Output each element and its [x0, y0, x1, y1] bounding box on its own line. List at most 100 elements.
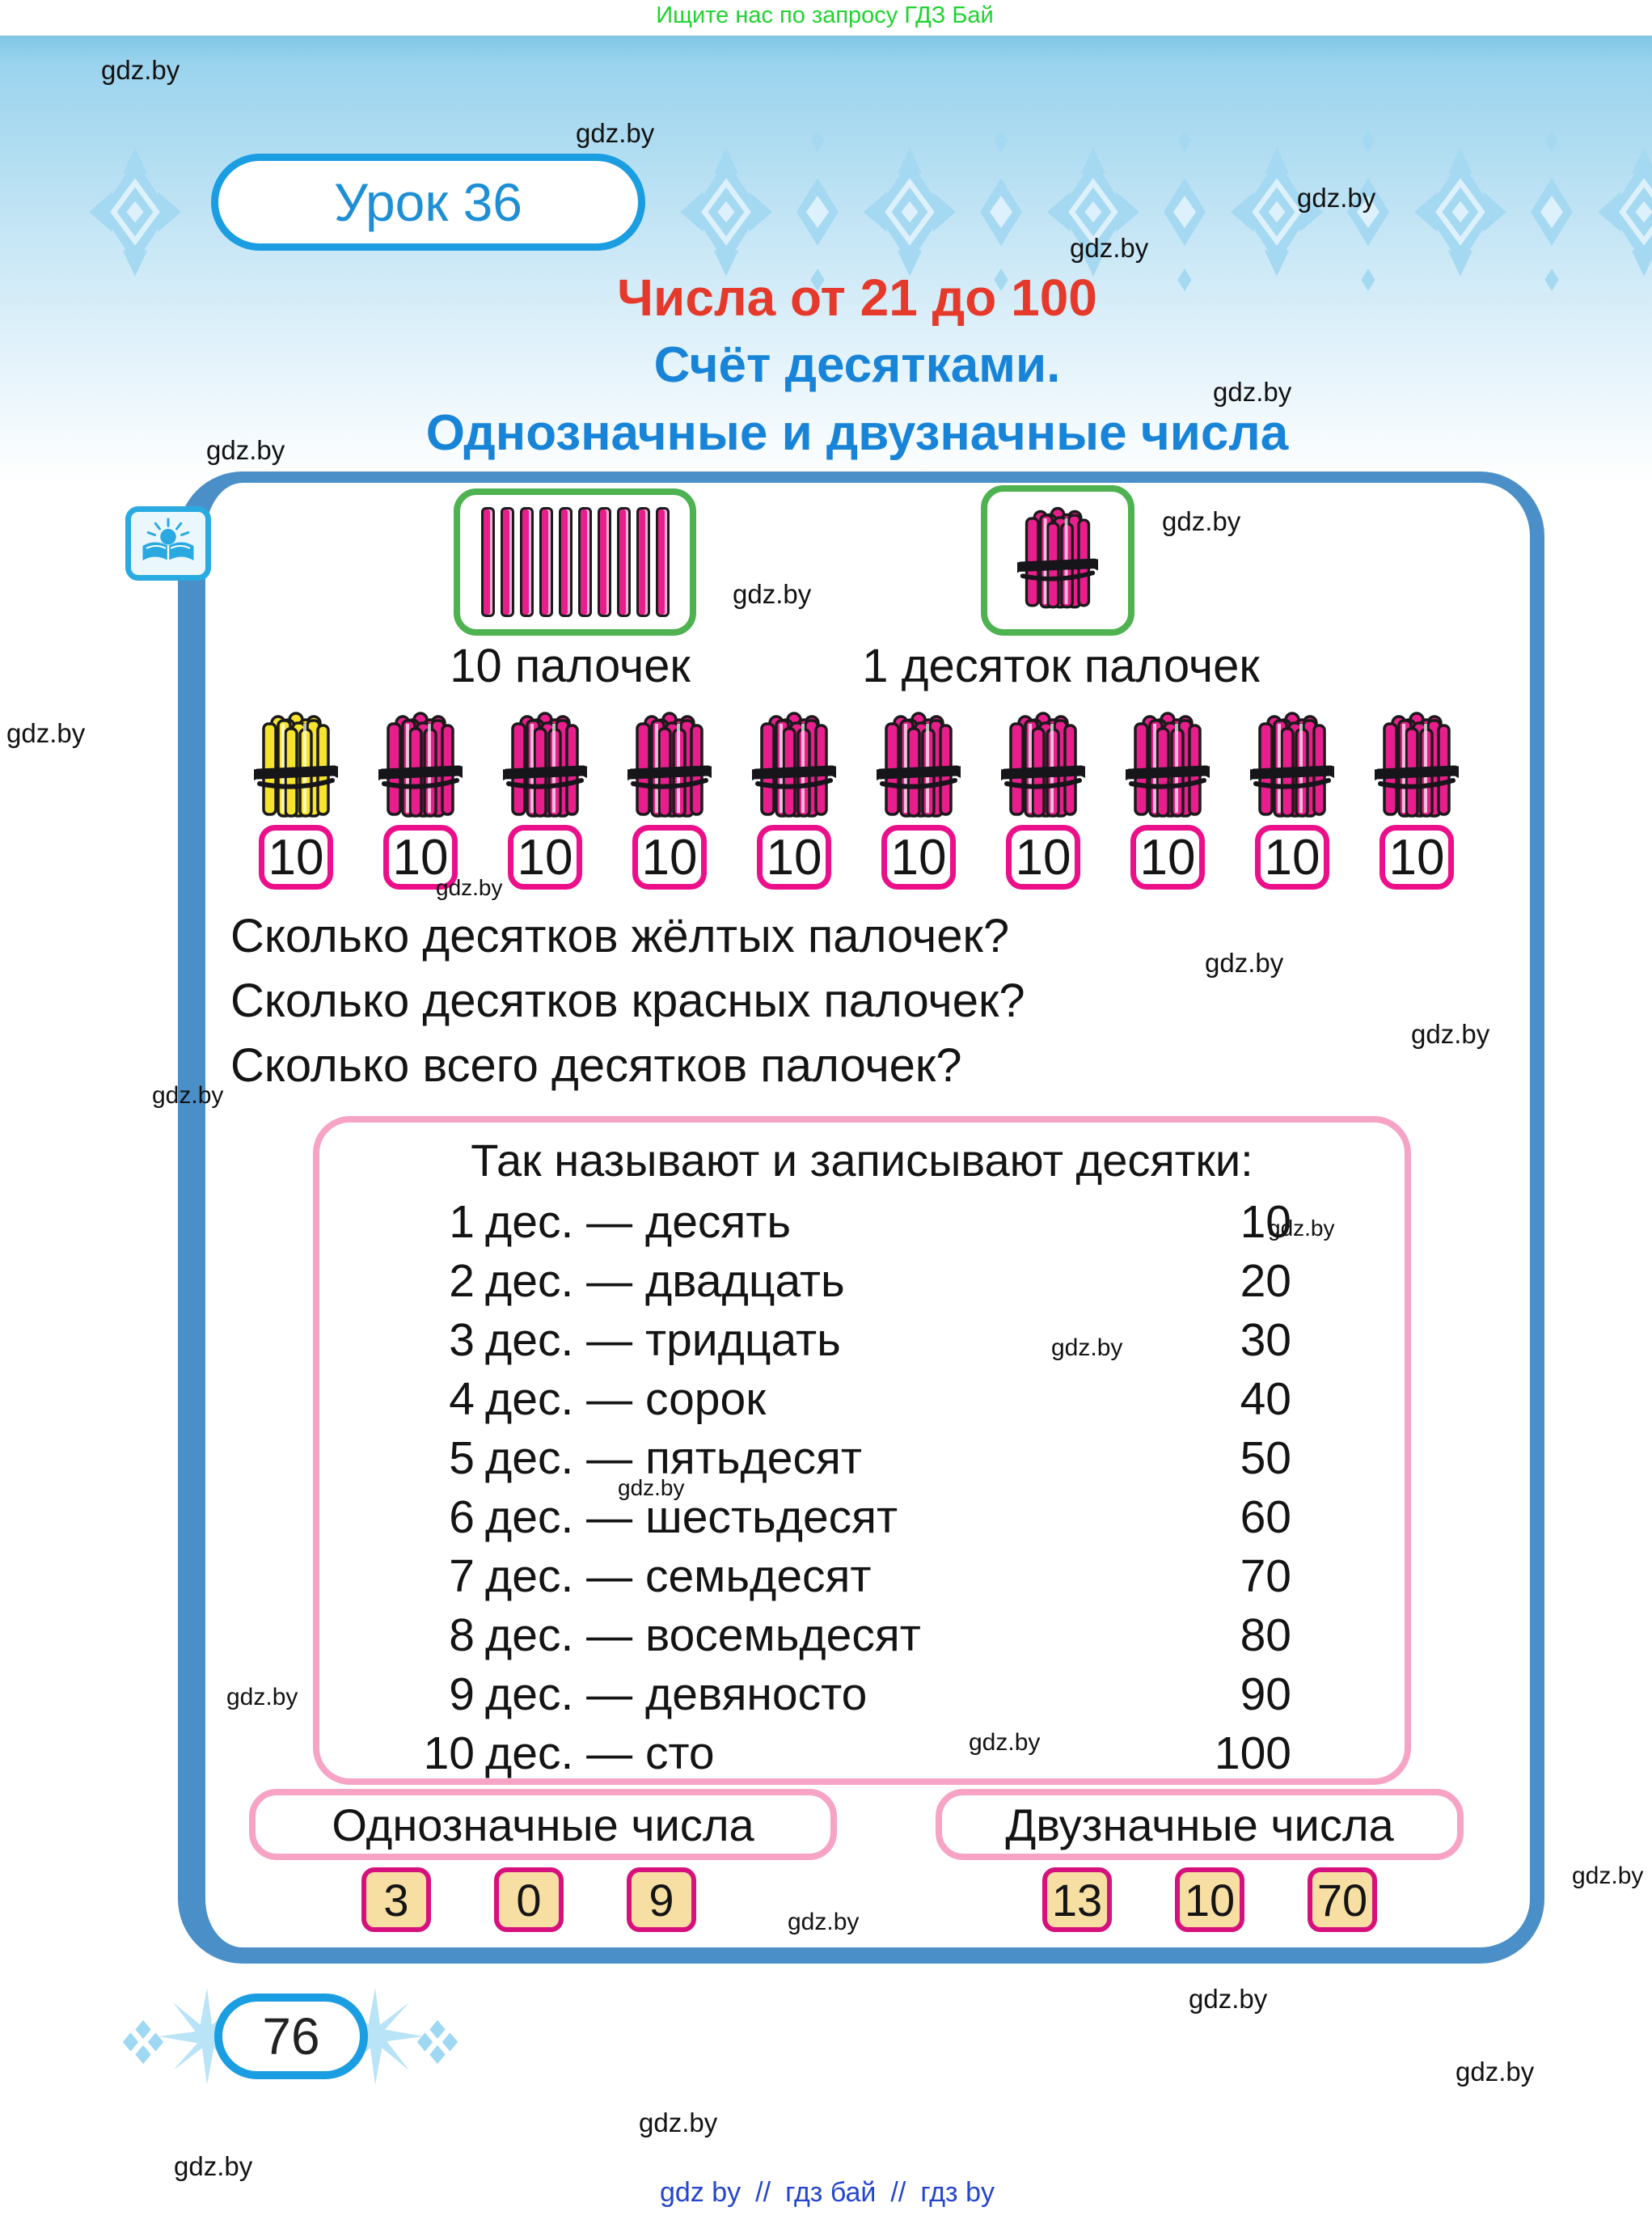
tens-row-value: 30 — [1240, 1314, 1291, 1366]
stick-bundle: 10 — [500, 712, 590, 890]
stick-icon — [616, 507, 631, 617]
bundle-count-label: 10 — [757, 825, 831, 890]
ornament-star-icon — [864, 147, 956, 277]
question-3: Сколько всего десятков палочек? — [230, 1039, 962, 1092]
ornament-diamond-icon — [994, 129, 1008, 152]
stick-icon — [577, 507, 592, 617]
gdz-watermark: gdz.by — [1162, 506, 1241, 536]
tens-row-value: 90 — [1240, 1668, 1291, 1720]
ornament-star-icon — [89, 147, 181, 277]
stick-icon — [480, 507, 495, 617]
stick-bundle: 10 — [375, 712, 466, 890]
stick-bundle: 10 — [749, 712, 839, 890]
gdz-watermark: gdz.by — [1070, 233, 1149, 263]
tens-row-value: 100 — [1214, 1727, 1291, 1779]
gdz-watermark: gdz.by — [1189, 1984, 1268, 2014]
stick-icon — [636, 507, 650, 617]
tens-row-number: 5 — [449, 1432, 475, 1484]
tens-row-number: 2 — [449, 1255, 475, 1307]
stick-bundle-icon — [254, 712, 338, 818]
double-digit-box: Двузначные числа — [936, 1789, 1464, 1860]
gdz-watermark: gdz.by — [101, 55, 180, 85]
gdz-watermark: gdz.by — [152, 1082, 224, 1109]
stick-bundle: 10 — [251, 712, 341, 890]
ornament-diamond-icon — [980, 178, 1022, 246]
ornament-diamond-icon — [1177, 268, 1192, 291]
title-blue-2: Однозначные и двузначные числа — [425, 405, 1289, 461]
gdz-watermark: gdz.by — [1205, 948, 1284, 978]
question-1: Сколько десятков жёлтых палочек? — [230, 910, 1010, 962]
tens-row-number: 10 — [423, 1727, 475, 1779]
gdz-watermark: gdz.by — [206, 435, 285, 465]
stick-bundle-icon — [752, 712, 836, 818]
diamond-cluster-icon — [414, 2019, 461, 2065]
tens-row-name: дес. — десять — [485, 1196, 792, 1248]
bundle-count-label: 10 — [259, 825, 333, 890]
tens-row-name: дес. — сто — [485, 1727, 715, 1779]
gdz-watermark: gdz.by — [1456, 2057, 1535, 2087]
tens-row-name: дес. — сорок — [485, 1373, 767, 1425]
sun-book-icon — [142, 518, 194, 560]
tens-row-value: 80 — [1240, 1609, 1291, 1661]
tens-row-number: 7 — [449, 1550, 475, 1602]
ornament-diamond-icon — [1347, 178, 1389, 246]
gdz-watermark: gdz.by — [226, 1684, 298, 1710]
gdz-watermark: gdz.by — [436, 875, 503, 900]
stick-bundle-icon — [1017, 506, 1098, 609]
gdz-watermark: gdz.by — [733, 579, 812, 609]
lesson-badge: Урок 36 — [211, 154, 645, 251]
bundle-count-label: 10 — [508, 825, 582, 890]
gdz-watermark: gdz.by — [174, 2151, 253, 2181]
tens-row-name: дес. — девяносто — [485, 1668, 868, 1720]
footer-link[interactable]: гдз by — [920, 2177, 995, 2208]
header-band — [0, 36, 1652, 485]
double-digit-title: Двузначные числа — [1005, 1799, 1394, 1850]
tens-row-number: 8 — [449, 1609, 475, 1661]
page-title: Числа от 21 до 100 Счёт десятками. Одноз… — [426, 264, 1289, 467]
bundle-count-label: 10 — [632, 825, 707, 890]
gdz-watermark: gdz.by — [576, 118, 655, 148]
stick-icon — [558, 507, 572, 617]
bundle-demo-box — [981, 485, 1134, 636]
gdz-watermark: gdz.by — [1572, 1862, 1644, 1889]
gdz-watermark: gdz.by — [1297, 183, 1376, 213]
page-number-badge: 76 — [214, 1994, 368, 2079]
tens-row-number: 9 — [449, 1668, 475, 1720]
stick-icon — [597, 507, 611, 617]
number-chip: 13 — [1042, 1867, 1112, 1932]
tens-row-name: дес. — двадцать — [485, 1255, 845, 1307]
stick-icon — [519, 507, 534, 617]
ornament-diamond-icon — [810, 268, 825, 291]
gdz-watermark: gdz.by — [639, 2108, 718, 2137]
promo-text: Ищите нас по запросу ГДЗ Бай — [656, 2, 994, 28]
number-chip: 10 — [1175, 1867, 1244, 1932]
footer-link[interactable]: гдз бай — [785, 2177, 877, 2208]
ornament-diamond-icon — [1177, 129, 1192, 152]
title-red: Числа от 21 до 100 — [617, 268, 1097, 327]
gdz-watermark: gdz.by — [1411, 1019, 1490, 1049]
tens-row-value: 50 — [1240, 1432, 1291, 1484]
gdz-watermark: gdz.by — [969, 1729, 1041, 1756]
single-digit-box: Однозначные числа — [249, 1789, 837, 1860]
footer-links: gdz by//гдз бай//гдз by — [660, 2177, 995, 2209]
bundle-count-label: 10 — [1255, 825, 1329, 890]
ornament-diamond-icon — [1531, 178, 1573, 246]
tens-row-number: 6 — [449, 1491, 475, 1543]
lesson-label: Урок 36 — [334, 172, 522, 232]
ornament-diamond-icon — [1164, 178, 1206, 246]
tens-row-name: дес. — шестьдесят — [485, 1491, 898, 1543]
questions-block: Сколько десятков жёлтых палочек? Сколько… — [230, 904, 1025, 1098]
stick-bundle: 10 — [1122, 712, 1213, 890]
ornament-diamond-icon — [994, 268, 1008, 291]
tens-row-name: дес. — тридцать — [485, 1314, 841, 1366]
stick-bundle-icon — [1126, 712, 1210, 818]
footer-link[interactable]: gdz by — [659, 2177, 741, 2208]
stick-bundle-icon — [627, 712, 712, 818]
single-digit-title: Однозначные числа — [332, 1799, 754, 1850]
ornament-diamond-icon — [796, 178, 839, 246]
